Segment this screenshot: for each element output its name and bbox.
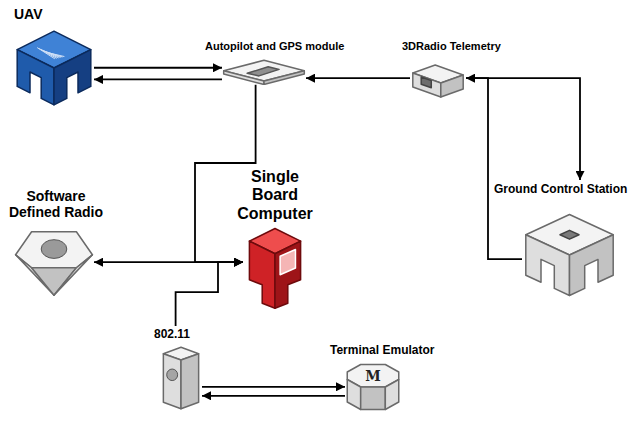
icon-face bbox=[560, 230, 579, 239]
icon-face bbox=[224, 60, 305, 81]
icon-face bbox=[163, 353, 181, 408]
device-label: Single Board Computer bbox=[234, 168, 316, 223]
device-node: Ground Control Station bbox=[494, 183, 627, 299]
device-icon bbox=[160, 346, 202, 410]
device-illustration bbox=[410, 59, 466, 99]
icon-face bbox=[361, 387, 386, 410]
icon-face bbox=[17, 50, 54, 105]
device-node: 3DRadio Telemetry bbox=[402, 40, 501, 99]
icon-face bbox=[441, 75, 463, 97]
device-label: Autopilot and GPS module bbox=[205, 40, 344, 53]
device-illustration bbox=[243, 226, 307, 310]
device-illustration bbox=[522, 211, 617, 299]
device-label: 3DRadio Telemetry bbox=[402, 40, 501, 53]
icon-face bbox=[570, 235, 614, 296]
icon-face bbox=[347, 379, 360, 409]
device-label: Ground Control Station bbox=[494, 183, 627, 197]
device-icon bbox=[14, 28, 94, 108]
icon-detail bbox=[41, 240, 67, 259]
icon-face bbox=[385, 379, 398, 409]
connector-line bbox=[202, 386, 345, 388]
device-node: 802.11 bbox=[154, 328, 202, 410]
device-label: UAV bbox=[14, 6, 94, 22]
connector-line bbox=[195, 85, 256, 263]
device-label: Terminal Emulator bbox=[330, 344, 434, 358]
device-node: Autopilot and GPS module bbox=[205, 40, 344, 85]
icon-face bbox=[54, 255, 92, 295]
connector-line bbox=[176, 262, 243, 326]
icon-face bbox=[181, 353, 199, 408]
icon-face bbox=[32, 268, 77, 295]
device-label: Software Defined Radio bbox=[6, 188, 106, 220]
device-node: UAV bbox=[14, 6, 94, 108]
icon-face bbox=[247, 66, 279, 75]
icon-face bbox=[421, 77, 431, 88]
device-icon bbox=[222, 59, 306, 85]
connector-line bbox=[202, 395, 345, 397]
device-icon bbox=[243, 226, 307, 310]
device-illustration bbox=[14, 226, 94, 298]
icon-face bbox=[249, 241, 275, 308]
device-illustration bbox=[160, 346, 202, 410]
icon-face bbox=[526, 235, 570, 296]
device-node: Terminal Emulator bbox=[330, 344, 434, 412]
icon-face bbox=[54, 50, 91, 105]
icon-face bbox=[275, 241, 301, 308]
icon-face bbox=[413, 73, 441, 97]
connector-line bbox=[306, 77, 410, 79]
device-icon bbox=[410, 59, 466, 99]
device-node: Single Board Computer bbox=[234, 168, 316, 310]
connector-line bbox=[466, 78, 580, 180]
icon-face bbox=[280, 250, 295, 275]
device-label: 802.11 bbox=[154, 328, 202, 342]
connector-line bbox=[466, 78, 522, 259]
connector-line bbox=[94, 67, 222, 69]
device-illustration bbox=[222, 59, 306, 85]
device-icon bbox=[522, 211, 617, 299]
logo-letter: M bbox=[365, 368, 381, 384]
icon-face bbox=[16, 232, 93, 268]
device-illustration bbox=[14, 28, 94, 108]
icon-detail bbox=[167, 369, 178, 381]
connector-line bbox=[94, 79, 222, 81]
icon-detail bbox=[47, 52, 65, 56]
device-node: Software Defined Radio bbox=[6, 188, 106, 298]
device-icon bbox=[14, 226, 94, 298]
